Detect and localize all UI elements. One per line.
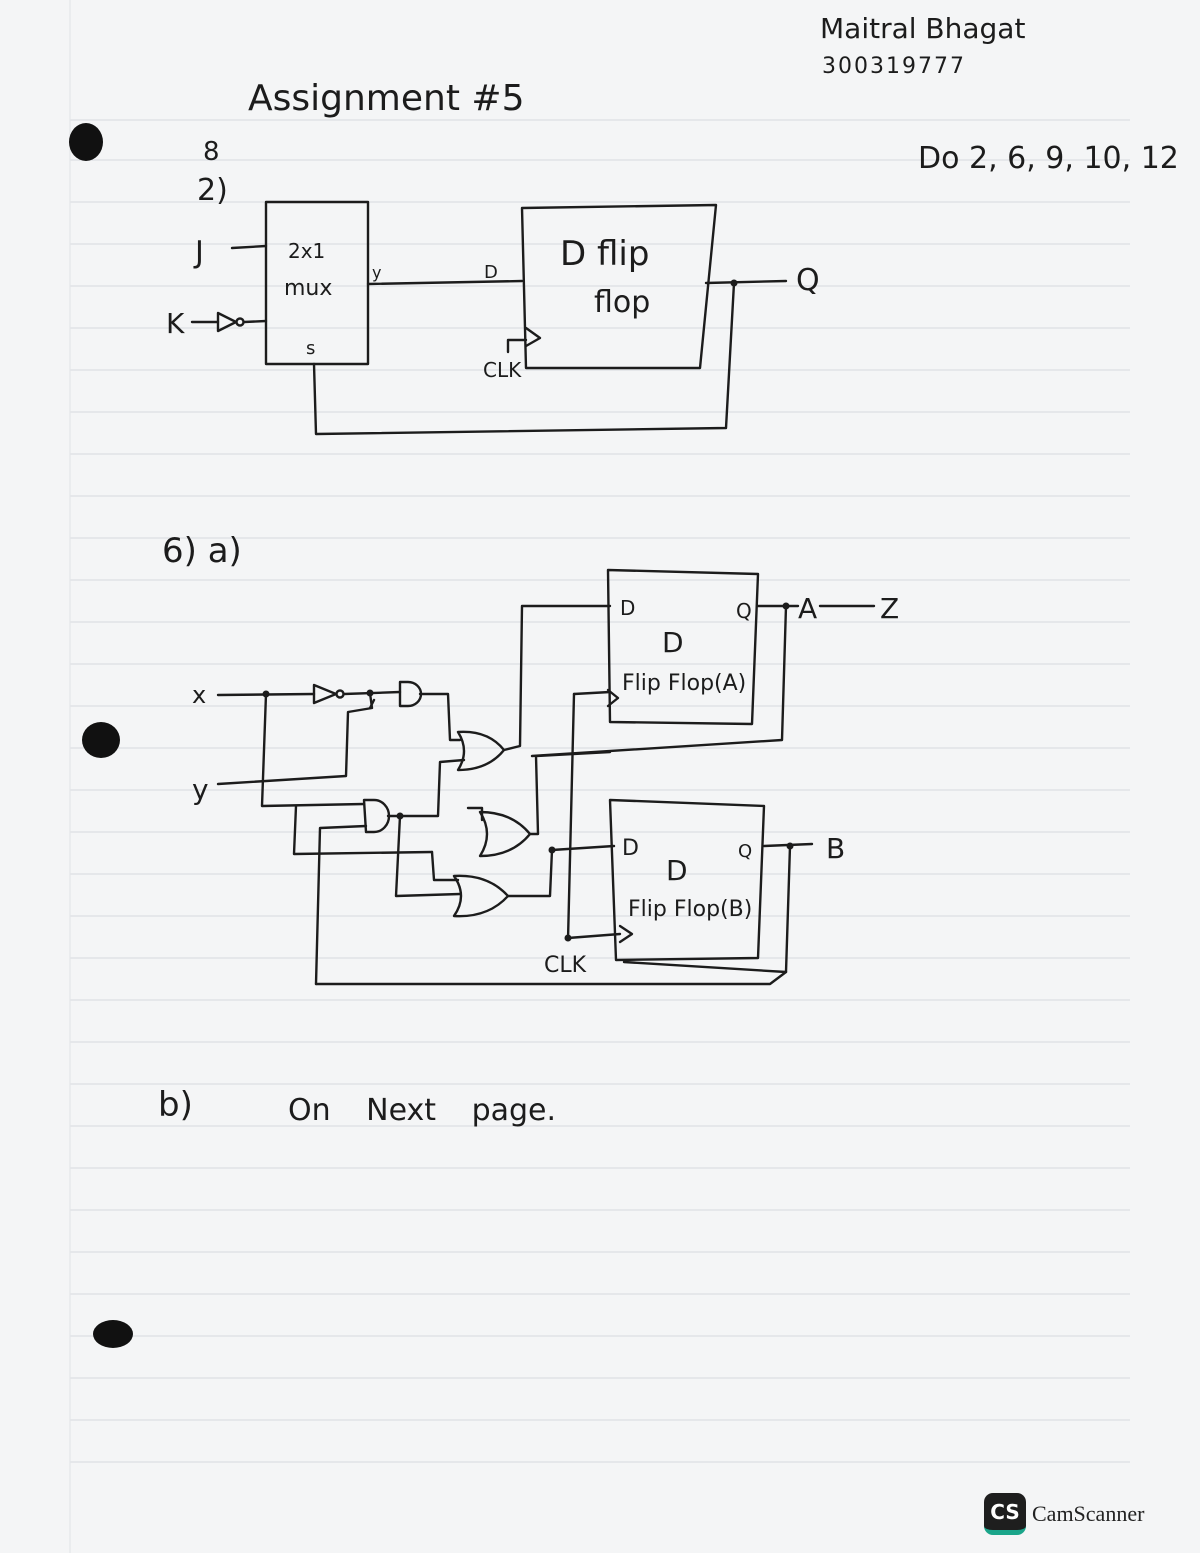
mux-out-label: y xyxy=(372,263,381,282)
q6-not-gate-icon xyxy=(312,683,338,705)
crossed-mark: 8 xyxy=(203,137,220,167)
punch-holes xyxy=(69,123,133,1348)
todo-list: Do 2, 6, 9, 10, 12 xyxy=(918,141,1179,176)
q2-circuit: 8 2) J K 2x1 mux y s D D flip flop CLK Q xyxy=(166,137,820,436)
mux-label-1: 2x1 xyxy=(288,239,325,263)
or-gate-1 xyxy=(456,730,506,772)
q6b-text: On Next page. xyxy=(288,1093,556,1128)
out-z-label: Z xyxy=(880,592,899,625)
ffa-d-label: D xyxy=(620,596,635,620)
input-k-label: K xyxy=(166,307,185,340)
ffa-label-1: D xyxy=(662,626,684,659)
student-id: 300319777 xyxy=(822,54,966,79)
or-gate-3 xyxy=(452,874,510,918)
q2-number: 2) xyxy=(197,173,228,208)
dff-label-1: D flip xyxy=(560,234,649,274)
ffb-box xyxy=(608,798,766,962)
ffa-label-2: Flip Flop(A) xyxy=(622,671,746,696)
q6-circuit: 6) a) x y xyxy=(162,531,899,986)
camscanner-brand: CamScanner xyxy=(1032,1501,1145,1526)
camscanner-watermark: CS CamScanner xyxy=(984,1492,1174,1536)
q6-number: 6) a) xyxy=(162,531,242,571)
mux-select-label: s xyxy=(306,338,315,359)
camscanner-logo-icon: CS xyxy=(984,1493,1026,1535)
ffb-d-label: D xyxy=(622,836,639,861)
input-x-label: x xyxy=(192,681,206,709)
mux-label-2: mux xyxy=(284,276,332,301)
ffb-label-1: D xyxy=(666,854,688,887)
out-a-label: A xyxy=(798,592,817,625)
and-gate-1 xyxy=(398,680,423,708)
not-gate-icon xyxy=(216,311,238,333)
out-b-label: B xyxy=(826,832,845,865)
ffb-label-2: Flip Flop(B) xyxy=(628,897,752,922)
assignment-title: Assignment #5 xyxy=(248,78,524,119)
ffb-q-label: Q xyxy=(738,841,752,862)
dff-label-2: flop xyxy=(594,285,650,320)
input-y-label: y xyxy=(192,773,209,806)
or-gate-2 xyxy=(478,810,532,858)
q6-clk-label: CLK xyxy=(544,953,587,978)
dff-box xyxy=(520,203,718,370)
q6b-label: b) xyxy=(158,1085,193,1125)
ffa-q-label: Q xyxy=(736,599,752,623)
q2-clk-label: CLK xyxy=(483,358,522,382)
ruled-lines xyxy=(69,0,1130,1553)
dff-d-label: D xyxy=(484,262,498,283)
student-name: Maitral Bhagat xyxy=(820,12,1025,45)
input-j-label: J xyxy=(193,235,204,270)
ffa-box xyxy=(606,568,760,726)
q2-output-label: Q xyxy=(796,263,820,298)
and-gate-2 xyxy=(362,798,391,834)
